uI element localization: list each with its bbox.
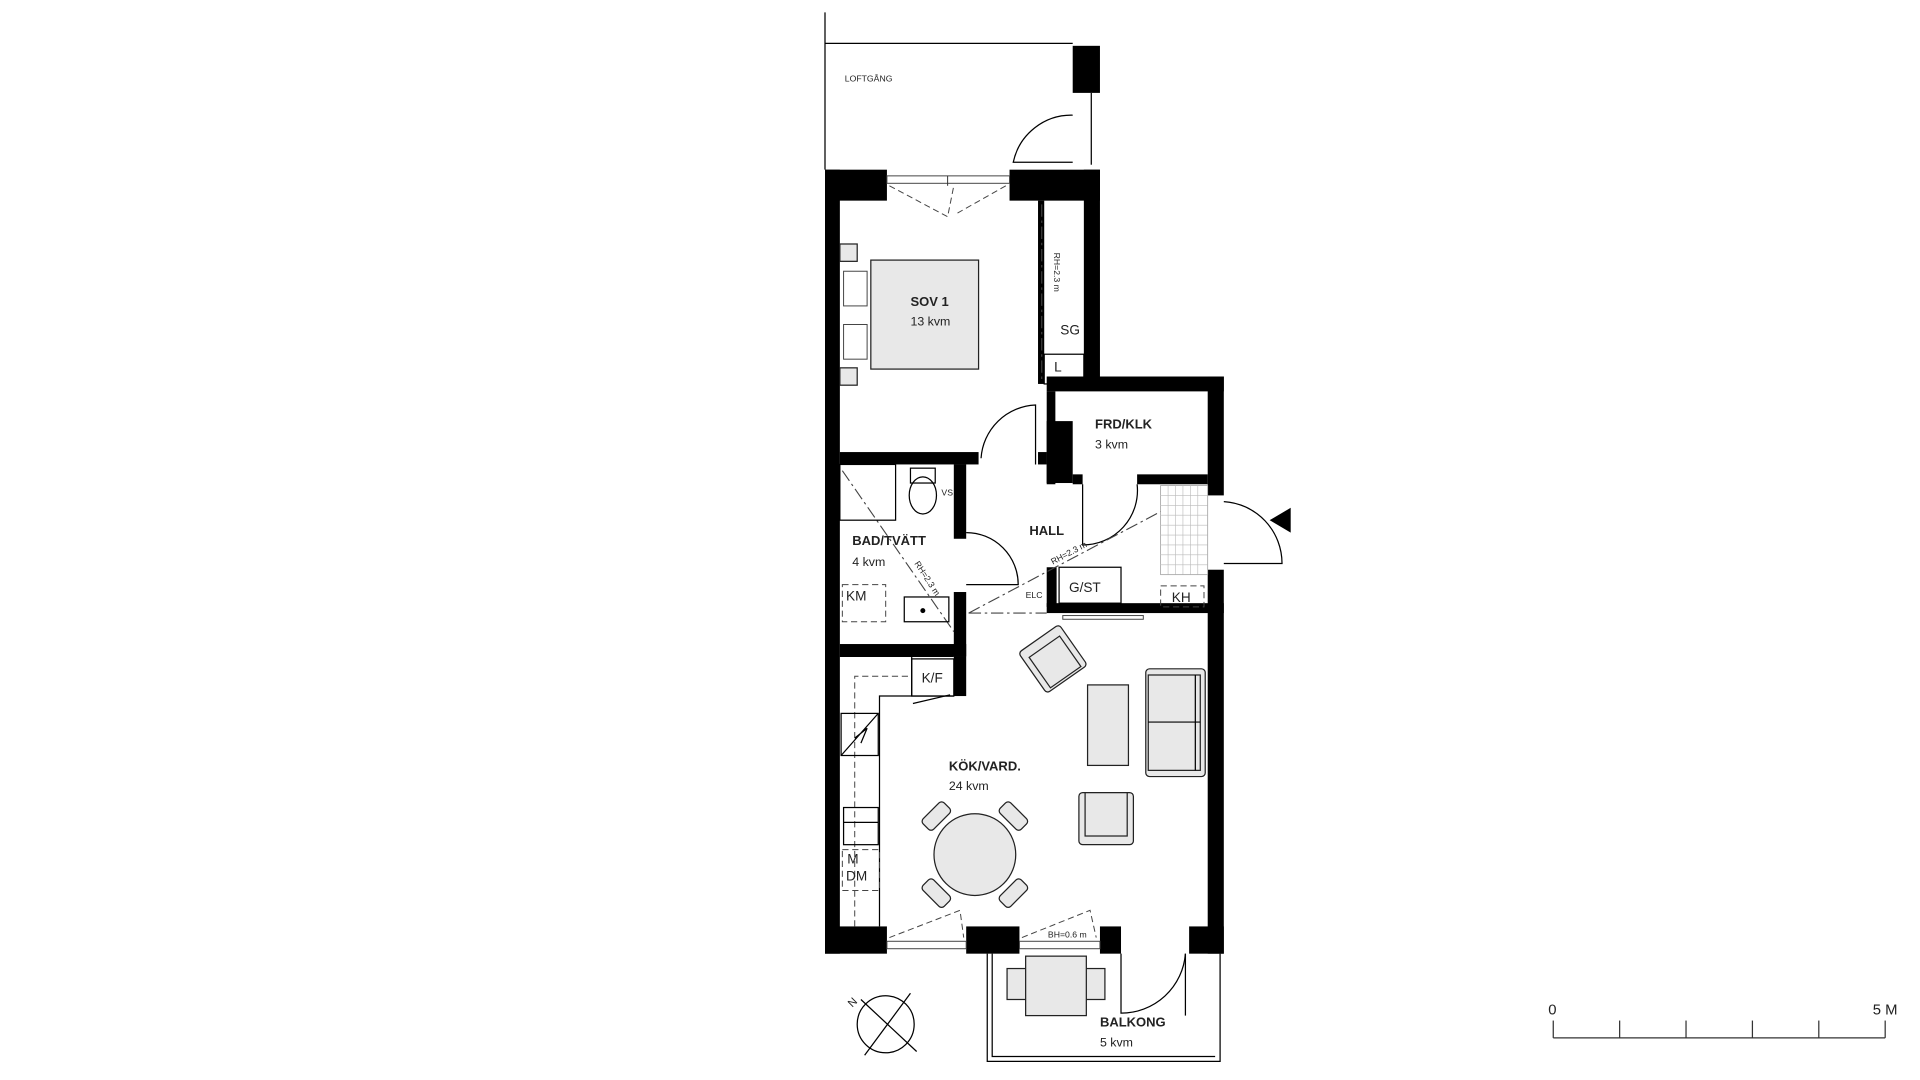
dining-set — [921, 801, 1029, 908]
room-balkong: BALKONG 5 kvm — [986, 953, 1221, 1063]
walls — [825, 169, 1224, 954]
rh-label-bad: RH=2.3 m — [912, 559, 942, 597]
room-label-bad-tvatt: BAD/TVÄTT — [852, 533, 926, 548]
linen-label: L — [1054, 360, 1062, 375]
dm-label: DM — [846, 869, 867, 884]
room-area-balkong: 5 kvm — [1100, 1036, 1133, 1050]
windows: BH=0.6 m — [886, 175, 1101, 950]
room-area-frd-klk: 3 kvm — [1095, 437, 1128, 451]
m-label: M — [847, 851, 858, 866]
window-height-label: BH=0.6 m — [1048, 930, 1087, 940]
armchair — [1078, 792, 1135, 846]
kf-label: K/F — [922, 670, 943, 685]
room-frd-klk: FRD/KLK 3 kvm — [1095, 417, 1153, 452]
north-compass-icon: N — [846, 992, 918, 1056]
room-label-frd-klk: FRD/KLK — [1095, 417, 1153, 432]
gst-label: G/ST — [1069, 580, 1101, 595]
room-label-kok-vard: KÖK/VARD. — [949, 758, 1021, 773]
coffee-table — [1086, 684, 1130, 767]
rh-label-sov: RH=2.3 m — [1052, 253, 1062, 292]
round-table — [933, 813, 1017, 897]
room-kok-vard: K/F M DM — [839, 625, 1206, 927]
balcony-table — [1025, 955, 1087, 1017]
armchair-rotated — [1019, 625, 1087, 693]
room-hall: HALL G/ST ELC KH — [1026, 485, 1209, 620]
room-label-balkong: BALKONG — [1100, 1015, 1166, 1030]
room-sov1: SG L SOV 1 13 kvm — [839, 243, 1085, 386]
km-label: KM — [846, 589, 866, 604]
room-area-kok-vard: 24 kvm — [949, 779, 989, 793]
room-label-loftgang: LOFTGÅNG — [845, 74, 893, 84]
loftgang-area: LOFTGÅNG — [824, 12, 1100, 170]
doors — [966, 404, 1291, 1016]
room-area-bad-tvatt: 4 kvm — [852, 555, 885, 569]
scale-start-label: 0 — [1548, 1002, 1556, 1018]
north-label: N — [846, 996, 860, 1010]
sofa — [1145, 668, 1206, 778]
entrance-door-arc — [1012, 114, 1073, 163]
elc-label: ELC — [1026, 590, 1043, 600]
entrance-marker-icon — [1269, 507, 1291, 533]
wardrobe-label: SG — [1060, 322, 1080, 337]
scale-bar: 0 5 M — [1548, 1002, 1898, 1039]
kh-label: KH — [1172, 590, 1191, 605]
room-bad-tvatt: VS KM BAD/TVÄTT 4 kvm — [839, 463, 953, 623]
vs-label: VS — [941, 487, 953, 497]
bed — [870, 259, 980, 370]
scale-end-label: 5 M — [1873, 1002, 1898, 1018]
toilet — [908, 476, 938, 515]
room-area-sov1: 13 kvm — [910, 315, 950, 329]
room-label-sov1: SOV 1 — [910, 294, 948, 309]
room-label-hall: HALL — [1029, 523, 1064, 538]
doormat-grid — [1160, 485, 1209, 576]
